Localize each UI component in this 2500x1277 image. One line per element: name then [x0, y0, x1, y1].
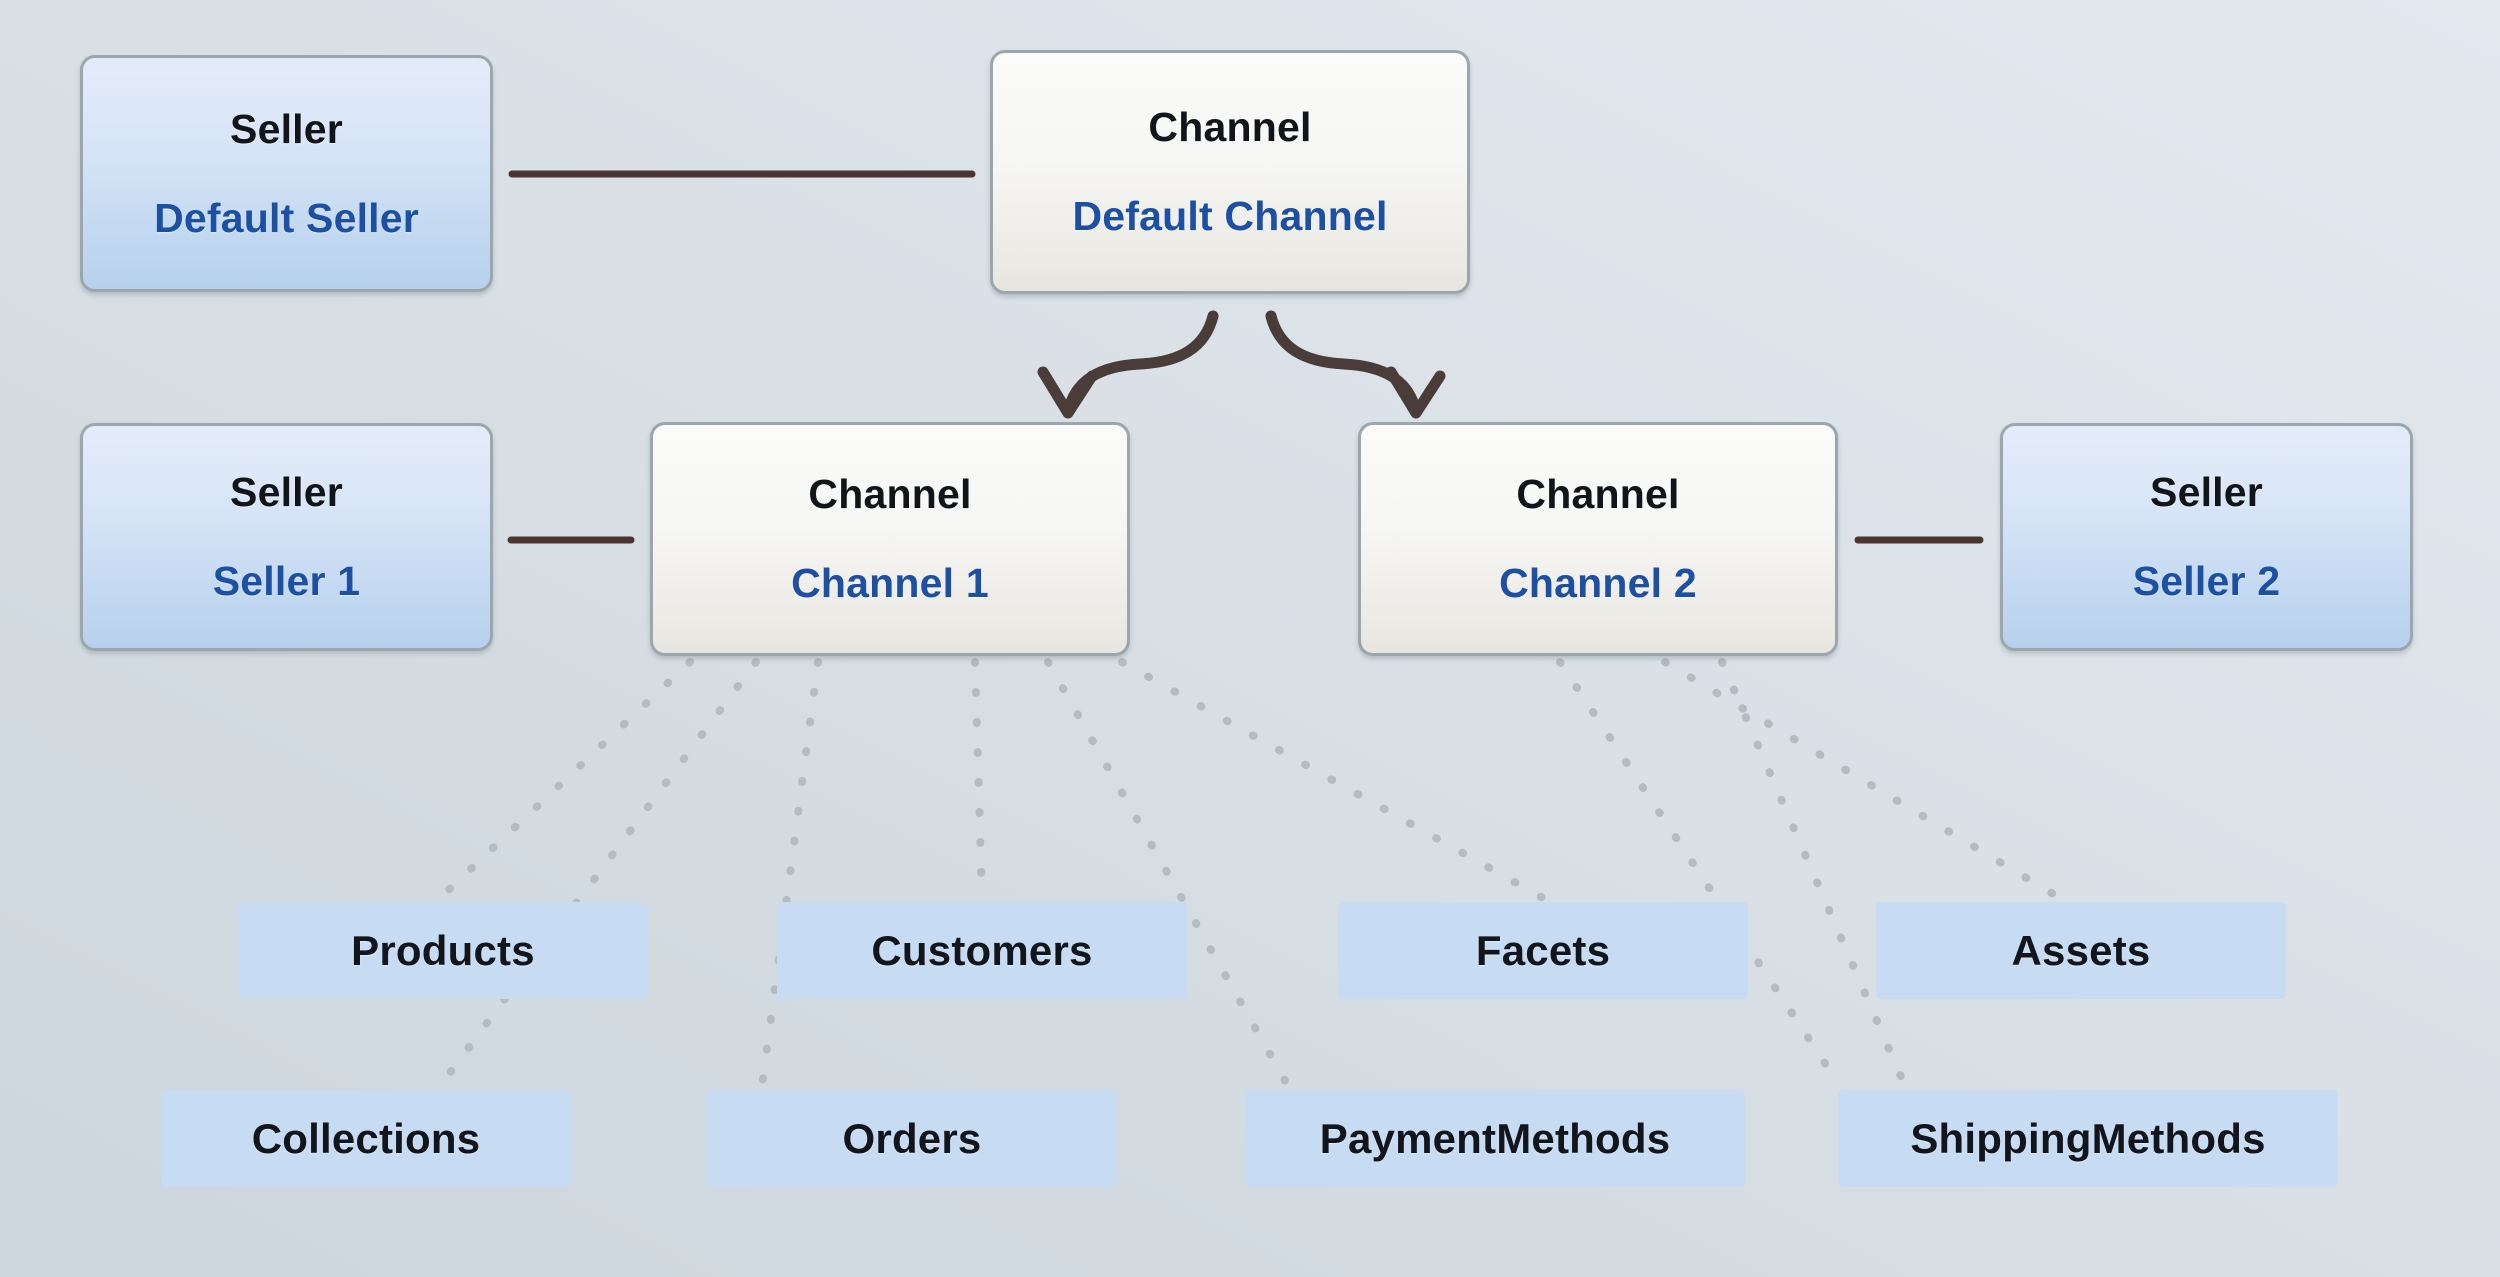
arrow-default-channel-to-channel-2 [1265, 310, 1422, 418]
entity-card-default-channel[interactable]: Channel Default Channel [990, 50, 1470, 294]
dotted-channel2-assets [1556, 658, 1844, 1090]
dotted-channel1-products [436, 658, 694, 902]
entity-name-label: Default Channel [1072, 193, 1388, 239]
dotted-channel1-collections [436, 658, 760, 1090]
entity-name-label: Channel 1 [791, 560, 989, 606]
arrow-head-channel-1 [1037, 366, 1098, 419]
entity-card-channel-2[interactable]: Channel Channel 2 [1358, 422, 1838, 656]
arrow-default-channel-to-channel-1 [1062, 310, 1219, 418]
dotted-channel1-orders [971, 658, 986, 902]
dotted-relation-lines [436, 658, 2064, 1090]
dotted-channel1-customers [758, 658, 822, 1090]
entity-type-label: Channel [1148, 104, 1312, 150]
entity-name-label: Default Seller [154, 194, 419, 241]
leaf-entity-customers[interactable]: Customers [777, 902, 1187, 999]
dotted-channel1-paymentmethods [1044, 658, 1292, 1090]
dotted-channel2-facets [1661, 658, 2064, 902]
leaf-entity-payment-methods[interactable]: PaymentMethods [1245, 1090, 1745, 1187]
leaf-entity-products[interactable]: Products [238, 902, 648, 999]
arrow-head-channel-2 [1385, 366, 1446, 419]
entity-type-label: Seller [2150, 469, 2263, 515]
entity-card-seller-1[interactable]: Seller Seller 1 [80, 423, 493, 651]
entity-type-label: Seller [230, 469, 343, 515]
leaf-entity-orders[interactable]: Orders [707, 1090, 1117, 1187]
leaf-entity-shipping-methods[interactable]: ShippingMethods [1838, 1090, 2338, 1187]
entity-type-label: Channel [808, 471, 972, 517]
entity-card-channel-1[interactable]: Channel Channel 1 [650, 422, 1130, 656]
leaf-entity-assets[interactable]: Assets [1876, 902, 2286, 999]
leaf-entity-facets[interactable]: Facets [1338, 902, 1748, 999]
leaf-entity-collections[interactable]: Collections [161, 1090, 571, 1187]
inheritance-arrows [1037, 310, 1446, 419]
dotted-channel2-shippingmethods [1718, 658, 1909, 1090]
entity-name-label: Seller 2 [2132, 558, 2281, 604]
entity-type-label: Seller [230, 105, 343, 152]
entity-card-default-seller[interactable]: Seller Default Seller [80, 55, 493, 292]
entity-card-seller-2[interactable]: Seller Seller 2 [2000, 423, 2413, 651]
entity-type-label: Channel [1516, 471, 1680, 517]
entity-name-label: Seller 1 [212, 558, 361, 604]
dotted-channel1-facets [1118, 658, 1547, 902]
entity-name-label: Channel 2 [1499, 560, 1697, 606]
